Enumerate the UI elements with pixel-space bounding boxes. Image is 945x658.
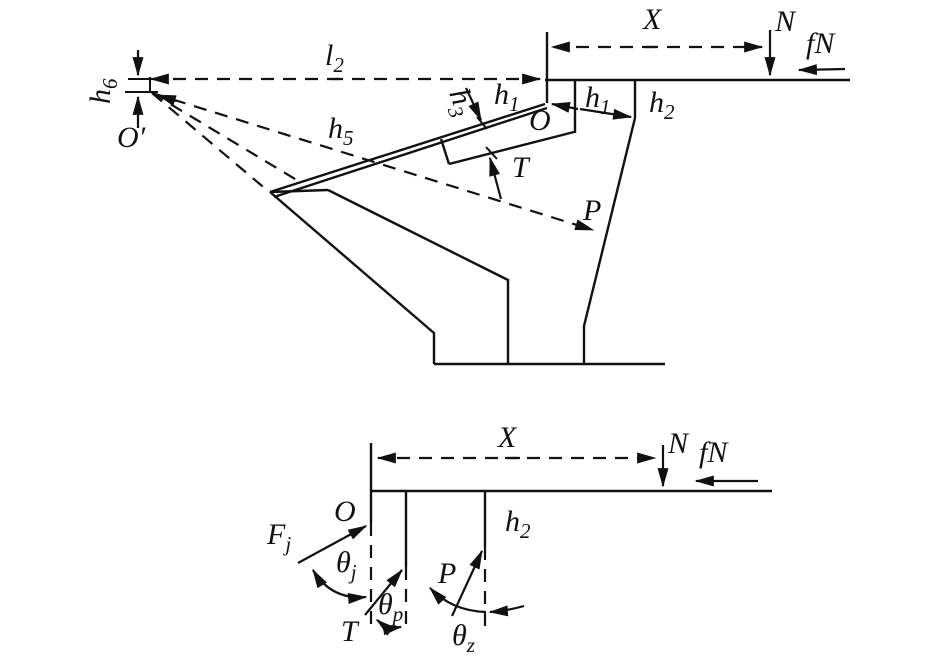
label-t-top: T	[512, 151, 531, 184]
label-t-bottom: T	[341, 615, 360, 648]
label-h1-right: h1	[585, 81, 611, 119]
label-h5: h5	[328, 112, 354, 150]
label-n-top: N	[774, 5, 797, 38]
label-fj: Fj	[266, 518, 291, 556]
t-force-arrow-bottom	[364, 568, 403, 616]
label-fn-bottom: fN	[699, 436, 729, 469]
top-figure: l2 X N fN h6 O′ h5 h3 h1 O h1 h2 T P	[84, 3, 850, 366]
strip-lower-line	[273, 106, 548, 199]
fan-origin-arrow	[156, 93, 177, 106]
label-p-top: P	[582, 194, 601, 227]
label-theta-z: θz	[452, 619, 475, 657]
h1-right-arrow	[579, 107, 633, 120]
h3-arrow	[465, 87, 482, 122]
label-fn-top: fN	[806, 27, 836, 60]
wedge-plate-bottom-edge	[448, 130, 575, 166]
label-h6: h6	[84, 78, 122, 104]
h1-left-arrow	[550, 101, 579, 113]
strip-upper-line	[269, 102, 546, 194]
theta-p-arc	[375, 619, 403, 636]
wedge-tip-line	[269, 188, 329, 194]
bottom-figure: X N fN O Fj θj θp T P θz h2	[266, 421, 772, 657]
label-h2-bottom: h2	[505, 505, 531, 543]
label-h3: h3	[438, 84, 482, 121]
fj-force-arrow	[297, 525, 368, 564]
fn-force-arrow	[797, 64, 846, 76]
fan-line-middle	[151, 92, 301, 183]
label-p-bottom: P	[437, 557, 456, 590]
theta-z-arc	[429, 587, 487, 614]
label-l2: l2	[325, 39, 344, 77]
label-x-bottom: X	[497, 421, 518, 454]
theta-j-arc	[312, 568, 368, 604]
left-leg-line	[269, 191, 436, 364]
label-o-top: O	[529, 104, 551, 137]
label-theta-p: θp	[378, 588, 403, 626]
right-leg-line	[582, 117, 637, 364]
wedge-plate-left-edge	[439, 138, 451, 165]
label-h1-left: h1	[494, 78, 520, 116]
label-h2-top: h2	[649, 86, 675, 124]
label-o-prime: O′	[117, 121, 146, 154]
label-theta-j: θj	[336, 546, 357, 584]
theta-z-arc-tail	[488, 604, 525, 617]
p-action-line	[151, 91, 595, 232]
fan-line-tip	[151, 92, 269, 192]
t-force-arrow	[488, 156, 503, 200]
label-n-bottom: N	[667, 427, 690, 460]
middle-leg-line	[327, 188, 510, 364]
label-x-top: X	[642, 3, 663, 36]
label-o-bottom: O	[334, 495, 356, 528]
